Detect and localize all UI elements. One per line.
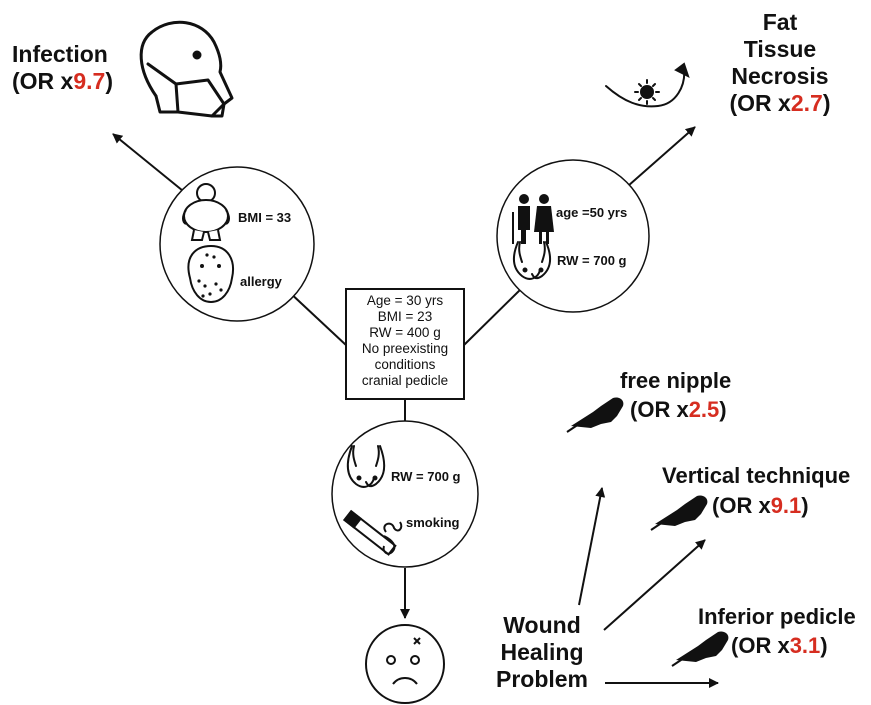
age-label: age =50 yrs <box>556 205 628 220</box>
breasts-icon <box>346 445 386 488</box>
or-suffix: ) <box>719 397 727 422</box>
or-value: 9.1 <box>770 493 802 518</box>
obese-person-icon <box>182 183 230 241</box>
baseline-line: BMI = 23 <box>377 309 433 324</box>
inferior-title: Inferior pedicle <box>698 604 856 629</box>
scalpel-hand-icon <box>650 495 708 531</box>
infection-odds: (OR x9.7) <box>12 68 113 95</box>
or-value: 9.7 <box>73 68 106 95</box>
or-prefix: (OR x <box>12 68 74 95</box>
connectors <box>112 126 719 688</box>
wound-line2: Healing <box>500 639 584 666</box>
cigarette-icon <box>343 509 403 556</box>
fat-necrosis-line2: Tissue <box>743 36 817 63</box>
or-prefix: (OR x <box>729 90 791 117</box>
scalpel-hand-icon <box>671 631 729 667</box>
sad-face-icon <box>365 624 445 704</box>
free-nipple-title: free nipple <box>620 368 732 393</box>
vertical-title: Vertical technique <box>662 463 851 488</box>
baseline-line: Age = 30 yrs <box>366 293 444 308</box>
fat-necrosis-label: Fat Tissue Necrosis (OR x2.7) <box>700 9 860 118</box>
baseline-box: Age = 30 yrs BMI = 23 RW = 400 g No pree… <box>345 288 465 400</box>
fat-necrosis-odds: (OR x2.7) <box>700 90 860 117</box>
or-value: 3.1 <box>789 633 821 658</box>
elderly-couple-icon <box>512 194 554 244</box>
or-value: 2.7 <box>790 90 823 117</box>
baseline-line: cranial pedicle <box>361 373 449 388</box>
or-suffix: ) <box>820 633 828 658</box>
mask-face-icon <box>139 20 234 118</box>
arrow-to-infection <box>112 133 189 196</box>
vertical-odds: (OR x9.1) <box>712 493 809 519</box>
or-value: 2.5 <box>688 397 720 422</box>
arrow-to-vertical <box>603 539 706 631</box>
arrow-to-fat-necrosis <box>619 126 696 194</box>
right-rw-label: RW = 700 g <box>557 253 627 268</box>
breasts-icon <box>512 241 552 280</box>
right-risk-circle <box>496 159 650 313</box>
arrow-to-free-nipple <box>578 487 606 606</box>
bottom-rw-label: RW = 700 g <box>391 469 461 484</box>
baseline-line: conditions <box>374 357 436 372</box>
or-prefix: (OR x <box>712 493 771 518</box>
or-suffix: ) <box>822 90 831 117</box>
infection-label: Infection (OR x9.7) <box>12 41 113 95</box>
wound-line3: Problem <box>495 666 589 693</box>
inferior-odds: (OR x3.1) <box>731 633 828 659</box>
allergy-label: allergy <box>240 274 282 289</box>
or-prefix: (OR x <box>731 633 790 658</box>
or-suffix: ) <box>105 68 113 95</box>
bottom-risk-circle <box>331 420 479 568</box>
allergy-face-icon <box>187 244 234 304</box>
breast-necrosis-icon <box>605 62 690 108</box>
wound-healing-label: Wound Healing Problem <box>487 612 597 693</box>
baseline-line: No preexisting <box>361 341 449 356</box>
box-to-right-circle <box>462 286 524 347</box>
free-nipple-odds: (OR x2.5) <box>630 397 727 423</box>
wound-line1: Wound <box>503 612 581 638</box>
scalpel-hand-icon <box>566 397 624 433</box>
fat-necrosis-line3: Necrosis <box>731 63 829 90</box>
left-risk-circle <box>159 166 315 322</box>
box-to-left-circle <box>286 289 348 347</box>
fat-necrosis-line1: Fat <box>762 9 798 35</box>
smoking-label: smoking <box>406 515 460 530</box>
infection-title: Infection <box>12 41 108 67</box>
baseline-line: RW = 400 g <box>369 325 441 340</box>
or-prefix: (OR x <box>630 397 689 422</box>
or-suffix: ) <box>801 493 809 518</box>
bmi-label: BMI = 33 <box>238 210 292 225</box>
